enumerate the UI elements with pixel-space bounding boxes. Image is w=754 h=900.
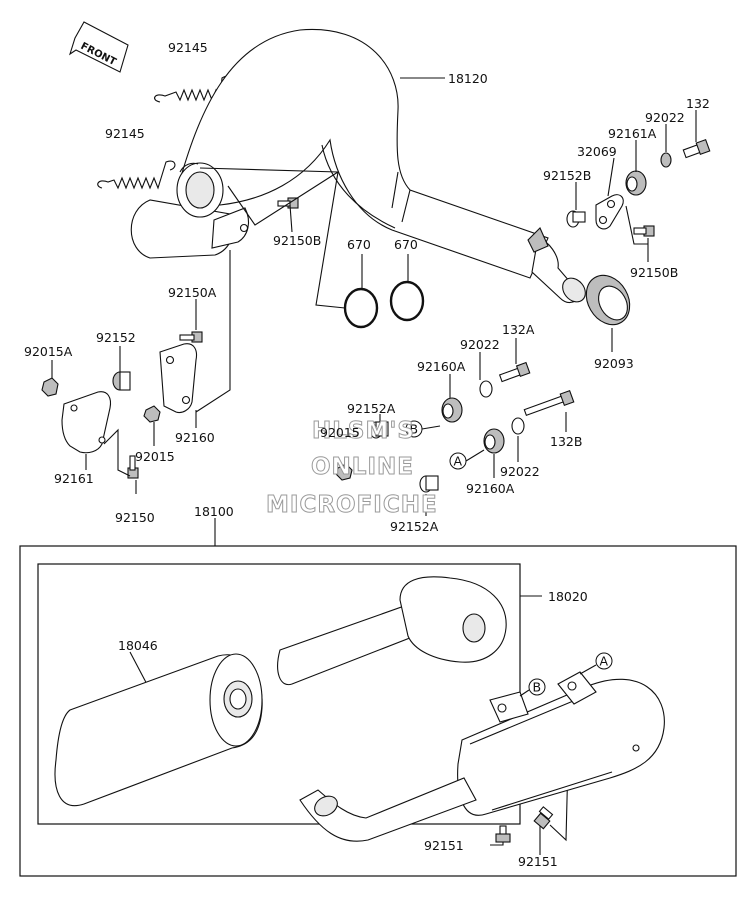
- callout-132A: 132A: [502, 322, 535, 337]
- callout-92161A: 92161A: [608, 126, 657, 141]
- callout-18100: 18100: [194, 504, 234, 519]
- nut-92015-mid: [335, 463, 353, 481]
- bolt-92151-right: [533, 806, 554, 830]
- callout-132: 132: [686, 96, 710, 111]
- washer-92022-top: [660, 152, 672, 168]
- packing-18046: [54, 653, 263, 807]
- callout-92161: 92161: [54, 471, 94, 486]
- part-labels: 18120 92145 92145 92150B 670 670 132 920…: [24, 40, 710, 869]
- callout-92152A-low: 92152A: [390, 519, 439, 534]
- ref-mark-b-muffler: B: [519, 678, 546, 697]
- callout-670-right: 670: [394, 237, 418, 252]
- inner-pipe-18020: [277, 576, 507, 686]
- bolt-92151-left: [495, 825, 511, 843]
- callout-92093: 92093: [594, 356, 634, 371]
- muffler-body: [299, 671, 665, 842]
- svg-text:B: B: [410, 422, 419, 437]
- callout-92022-mid: 92022: [460, 337, 500, 352]
- collar-92152A-low: [419, 475, 439, 493]
- callout-670-left: 670: [347, 237, 371, 252]
- callout-92150B-left: 92150B: [273, 233, 321, 248]
- callout-32069: 32069: [577, 144, 617, 159]
- bolt-92150A: [179, 331, 203, 343]
- bolt-92150B-right: [633, 225, 655, 237]
- cover-92161: [61, 391, 112, 454]
- front-arrow-icon: FRONT: [69, 21, 129, 73]
- bolt-132B: [523, 389, 575, 417]
- bolt-132A: [498, 361, 531, 383]
- washer-92022-mid: [479, 380, 493, 398]
- callout-92151-left: 92151: [424, 838, 464, 853]
- bracket-92160: [159, 343, 198, 414]
- svg-text:HLSM'S: HLSM'S: [312, 418, 415, 444]
- callout-92152A-top: 92152A: [347, 401, 396, 416]
- collar-92152B: [566, 210, 586, 228]
- washer-92022-low: [511, 417, 525, 435]
- svg-text:MICROFICHE: MICROFICHE: [266, 492, 438, 518]
- collar-92152A-top: [369, 421, 389, 439]
- callout-92160A-low: 92160A: [466, 481, 515, 496]
- callout-92160A-top: 92160A: [417, 359, 466, 374]
- callout-92152: 92152: [96, 330, 136, 345]
- collar-92152: [112, 371, 131, 391]
- damper-92160A-low: [483, 428, 505, 454]
- gasket-92093: [585, 274, 631, 326]
- o-ring-left: [343, 287, 379, 329]
- svg-text:A: A: [454, 454, 463, 469]
- callout-132B: 132B: [550, 434, 582, 449]
- callout-92145-lower: 92145: [105, 126, 145, 141]
- callout-92150B-right: 92150B: [630, 265, 678, 280]
- svg-text:ONLINE: ONLINE: [311, 454, 414, 480]
- callout-92151-right: 92151: [518, 854, 558, 869]
- o-ring-right: [389, 280, 425, 322]
- bolt-92150: [127, 455, 139, 479]
- callout-18020: 18020: [548, 589, 588, 604]
- callout-92150: 92150: [115, 510, 155, 525]
- callout-92145-upper: 92145: [168, 40, 208, 55]
- callout-92022-low: 92022: [500, 464, 540, 479]
- callout-92150A: 92150A: [168, 285, 217, 300]
- callout-92160: 92160: [175, 430, 215, 445]
- bolt-132: [682, 138, 711, 159]
- callout-92015-mid: 92015: [320, 425, 360, 440]
- damper-92161A: [625, 170, 647, 196]
- svg-text:A: A: [600, 654, 609, 669]
- ref-mark-a-muffler: A: [579, 652, 613, 675]
- exhaust-pipe: [130, 28, 586, 304]
- nut-92015-left: [143, 405, 161, 423]
- callout-92022-top: 92022: [645, 110, 685, 125]
- spring-lower: [97, 160, 176, 190]
- callout-18120: 18120: [448, 71, 488, 86]
- callout-18046: 18046: [118, 638, 158, 653]
- callout-92015-left: 92015: [135, 449, 175, 464]
- nut-92015A: [41, 377, 59, 397]
- bracket-32069: [595, 194, 624, 230]
- svg-text:B: B: [533, 680, 542, 695]
- watermark: HLSM'S ONLINE MICROFICHE: [266, 418, 438, 519]
- callout-92152B: 92152B: [543, 168, 591, 183]
- ref-mark-a-mid: A: [449, 452, 467, 470]
- callout-92015A: 92015A: [24, 344, 73, 359]
- damper-92160A-top: [441, 397, 463, 423]
